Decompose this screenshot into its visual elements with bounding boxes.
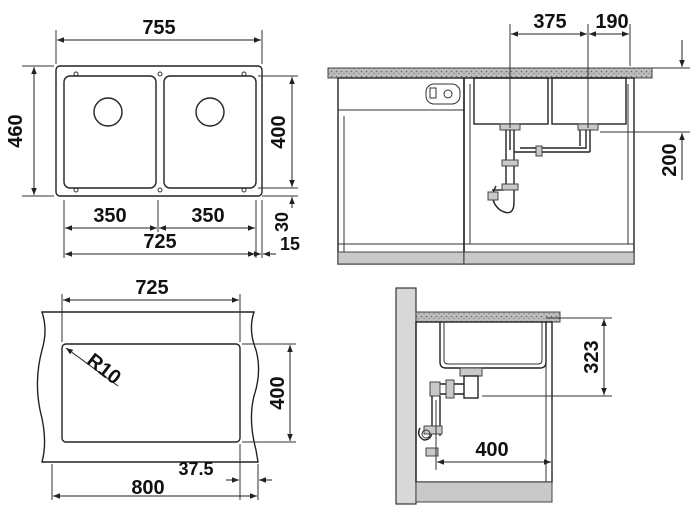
drain-left-icon [93,97,123,127]
bowl-front-right [551,77,627,125]
cutout-rect [61,343,241,443]
cutout-view: R10 725 400 37.5 800 [36,277,296,500]
drain-right-icon [195,97,225,127]
bowl-left [63,75,157,189]
bowl-right [163,75,257,189]
dim-725-cutout: 725 [135,277,168,299]
dim-190: 190 [595,11,628,33]
section-countertop [415,311,561,323]
dim-r10: R10 [82,349,124,389]
section-view: 323 400 [395,287,612,505]
wall [395,287,417,505]
dim-15: 15 [280,234,300,254]
drain-pipe [509,130,587,150]
sink-outline [55,65,263,197]
dim-350-right: 350 [191,205,224,227]
dim-37-5: 37.5 [178,459,213,479]
cabinet-view: 375 190 200 [327,11,690,265]
dim-400-cutout: 400 [267,376,289,409]
mount-hole-icon [241,187,247,193]
dim-725-top: 725 [143,231,176,253]
dim-30: 30 [272,212,292,232]
countertop [327,67,653,79]
mount-hole-icon [157,71,163,77]
dim-200: 200 [659,143,681,176]
sink-cabinet [463,77,635,265]
dim-800: 800 [131,477,164,499]
dim-375: 375 [533,11,566,33]
top-view: 755 460 400 30 350 350 725 15 [5,17,300,258]
mount-hole-icon [73,71,79,77]
dim-323: 323 [581,340,603,373]
dishwasher-panel [425,83,461,105]
countertop-outline [36,311,260,463]
dim-460: 460 [5,114,27,147]
dim-755: 755 [142,17,175,39]
mount-hole-icon [241,71,247,77]
bowl-front-left [473,77,549,125]
mount-hole-icon [73,187,79,193]
mount-hole-icon [157,187,163,193]
dishwasher [337,77,465,265]
dim-400-top: 400 [268,115,290,148]
section-bowl [439,322,547,369]
dim-400-section: 400 [475,439,508,461]
dim-350-left: 350 [93,205,126,227]
